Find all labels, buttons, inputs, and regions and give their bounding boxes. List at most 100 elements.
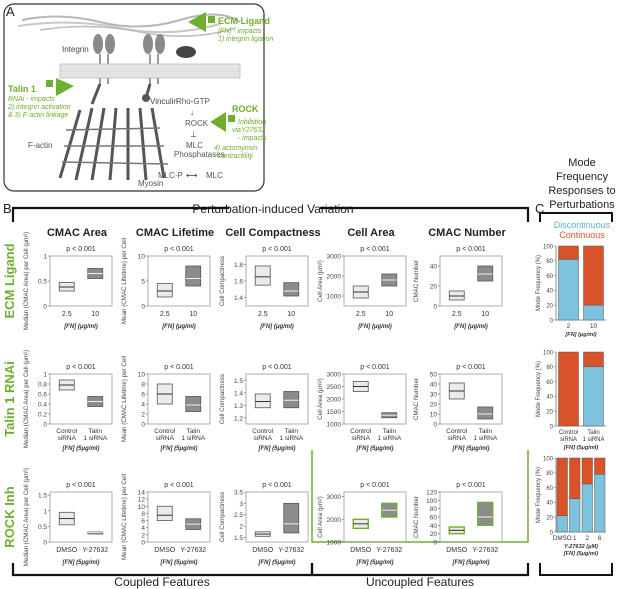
y-tick-label: 0	[141, 540, 145, 547]
y-tick-label: 20	[430, 531, 438, 538]
y-tick-label: 10	[138, 504, 146, 511]
x-tick-label: 2.5	[356, 311, 366, 318]
x-axis-label: [FN] (5μg/ml)	[160, 446, 198, 452]
plot-frame	[49, 255, 113, 307]
box	[254, 265, 271, 286]
talin-line-1: RNAi - impacts	[8, 96, 55, 103]
y-tick-label: 1	[43, 508, 47, 515]
y-tick-label: 6	[141, 392, 145, 399]
panel-c-bottom-bracket	[539, 563, 613, 576]
box	[156, 505, 173, 521]
bar-continuous	[558, 245, 579, 260]
y-axis-label: Cell Area (μm²)	[317, 378, 324, 420]
p-value-label: p < 0.001	[456, 246, 485, 253]
ligand-blob	[176, 46, 196, 58]
y-tick-label: 2000	[327, 274, 342, 281]
x-axis-label: [FN] (5μg/ml)	[563, 445, 599, 451]
y-tick-label: 120	[426, 490, 437, 497]
y-tick-label: 14	[138, 490, 146, 497]
y-tick-label: 20	[546, 410, 553, 416]
x-axis-label: [FN] (μg/ml)	[259, 324, 294, 330]
x-axis-label: [FN] (5μg/ml)	[160, 560, 198, 566]
integrin-head	[155, 34, 165, 54]
panel-c-title-4: Perturbations	[549, 199, 615, 211]
column-header: CMAC Number	[428, 227, 506, 239]
row-header: Talin 1 RNAi	[2, 361, 17, 437]
bar-discontinuous	[583, 304, 604, 321]
rock-square-icon	[228, 115, 235, 122]
y-tick-label: 1000	[327, 294, 342, 301]
myosin-label: Myosin	[138, 179, 163, 188]
y-tick-label: 3000	[327, 494, 342, 501]
y-tick-label: 0.5	[38, 524, 47, 531]
y-tick-label: 2000	[327, 397, 342, 404]
bar-discontinuous	[556, 515, 568, 533]
schematic-frame	[3, 3, 265, 192]
mlcp-label-1: MLC	[186, 141, 203, 150]
box	[477, 406, 494, 420]
bar-discontinuous	[581, 483, 593, 533]
ecm-fiber	[39, 25, 237, 37]
p-value-label: p < 0.001	[66, 482, 95, 489]
y-axis-label: Cell Area (μm²)	[317, 260, 324, 302]
panel-c-title-3: Responses to	[548, 185, 615, 197]
integrin-head	[143, 34, 153, 54]
integrin-head	[105, 34, 115, 54]
plot-frame	[439, 373, 503, 425]
x-tick-label: 1 siRNA	[279, 435, 304, 442]
x-tick-label: 2.5	[258, 311, 268, 318]
y-tick-label: 1.5	[38, 493, 47, 500]
panel-letter-a: A	[6, 4, 15, 19]
x-axis-label: [FN] (5μg/ml)	[62, 446, 100, 452]
y-tick-label: 1.4	[234, 390, 243, 397]
x-tick-label: 1 siRNA	[181, 435, 206, 442]
rock-arrow-icon	[210, 112, 226, 132]
x-tick-label: 1 siRNA	[473, 435, 498, 442]
y-tick-label: 8	[141, 382, 145, 389]
y-tick-label: 1.5	[234, 378, 243, 385]
x-tick-label: 10	[287, 311, 295, 318]
talin-rod	[90, 83, 102, 105]
p-value-label: p < 0.001	[66, 364, 95, 371]
box	[283, 502, 300, 534]
panel-letter-b: B	[3, 201, 12, 216]
y-axis-label: Median (CMAC Area) per Cell (μm²)	[23, 350, 30, 448]
y-tick-label: 50	[430, 372, 438, 379]
y-tick-label: 0.5	[38, 279, 47, 286]
x-tick-label: Talin	[587, 430, 599, 436]
y-tick-label: 100	[426, 498, 437, 505]
x-tick-label: 1 siRNA	[582, 437, 604, 443]
y-axis-label: Cell Compactness	[219, 492, 226, 542]
y-tick-label: 5	[141, 279, 145, 286]
y-tick-label: 60	[546, 486, 553, 492]
mlc-state-label: MLC	[206, 171, 223, 180]
row-header: ROCK Inh	[2, 486, 17, 547]
row-header: ECM Ligand	[2, 243, 17, 318]
box	[156, 283, 173, 298]
y-axis-label: Mode Frequency (%)	[536, 467, 542, 523]
p-value-label: p < 0.001	[262, 246, 291, 253]
bar-discontinuous	[558, 259, 579, 321]
x-tick-label: DMSO	[446, 547, 468, 554]
y-tick-label: 0	[550, 530, 554, 536]
y-tick-label: 1000	[327, 540, 342, 547]
x-axis-label: Y-27632 (μM)	[564, 544, 598, 550]
p-value-label: p < 0.001	[164, 482, 193, 489]
y-tick-label: 100	[543, 350, 554, 356]
y-axis-label: Mean (CMAC Lifetime) per Cell	[121, 238, 128, 324]
x-tick-label: 10	[590, 323, 598, 330]
y-axis-label: Mean (CMAC Lifetime) per Cell	[121, 356, 128, 442]
plot-frame	[49, 373, 113, 425]
y-tick-label: 3.5	[234, 490, 243, 497]
ecm-title: ECM Ligand	[218, 16, 270, 26]
y-tick-label: 3	[239, 501, 243, 508]
y-tick-label: 0.8	[38, 382, 47, 389]
x-tick-label: Control	[154, 428, 176, 435]
arrow-down-icon: ↓	[190, 108, 194, 117]
y-tick-label: 3000	[327, 372, 342, 379]
x-tick-label: 2	[585, 535, 589, 542]
plot-frame	[439, 255, 503, 307]
